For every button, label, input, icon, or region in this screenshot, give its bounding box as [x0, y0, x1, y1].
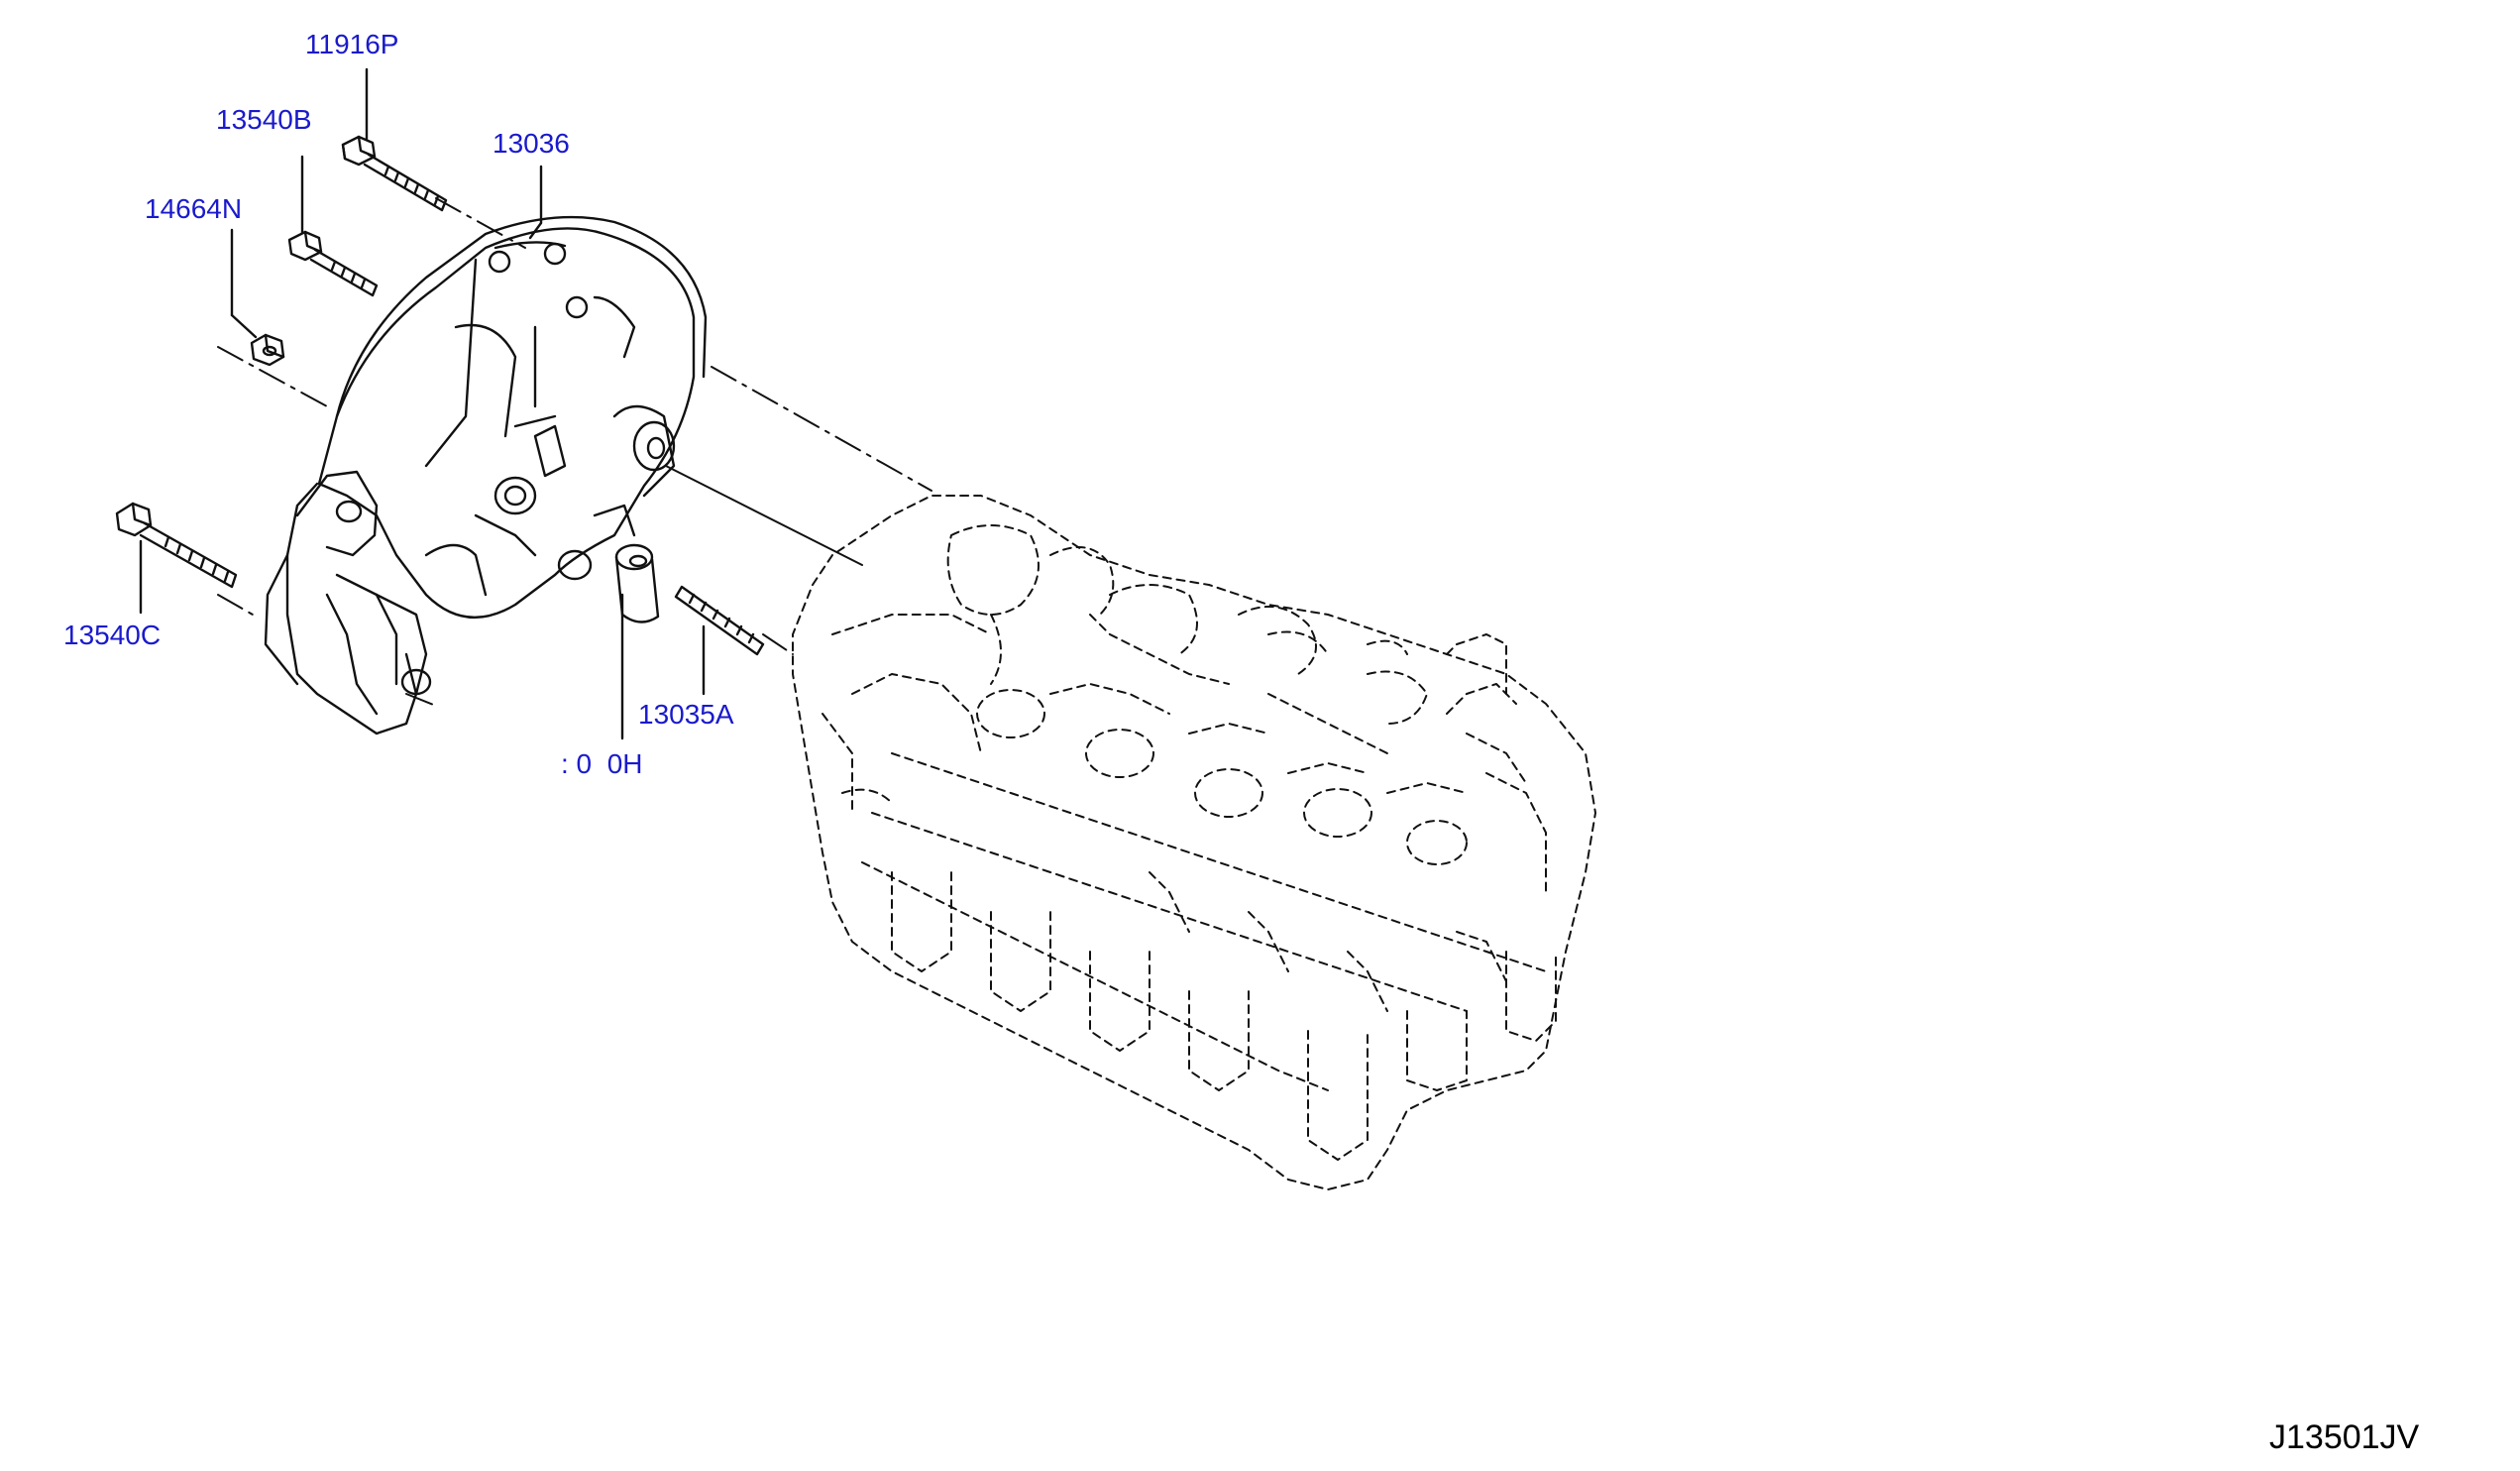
front-cover-13036-drawing	[264, 215, 708, 736]
engine-block-phantom	[792, 495, 1596, 1190]
label-13035a: 13035A	[638, 699, 734, 730]
leader-lines	[139, 67, 706, 740]
label-11916p: 11916P	[305, 29, 399, 59]
nut-14664n-drawing	[250, 333, 285, 367]
label-13540c: 13540C	[63, 620, 162, 650]
label-14664n: 14664N	[145, 193, 243, 224]
bolt-13540c-drawing	[115, 502, 238, 589]
label-13036: 13036	[493, 128, 570, 159]
guide-line	[665, 465, 863, 566]
bolt-11916p-drawing	[341, 135, 448, 212]
label-13540b: 13540B	[216, 104, 312, 135]
label-13010h-partial: : 0 0H	[561, 748, 643, 779]
dowel-sleeve-drawing	[614, 543, 660, 623]
diagram-id: J13501JV	[2269, 1418, 2420, 1456]
bolt-13540b-drawing	[287, 230, 379, 297]
alignment-lines	[217, 197, 932, 707]
stud-13035a-drawing	[674, 585, 765, 656]
